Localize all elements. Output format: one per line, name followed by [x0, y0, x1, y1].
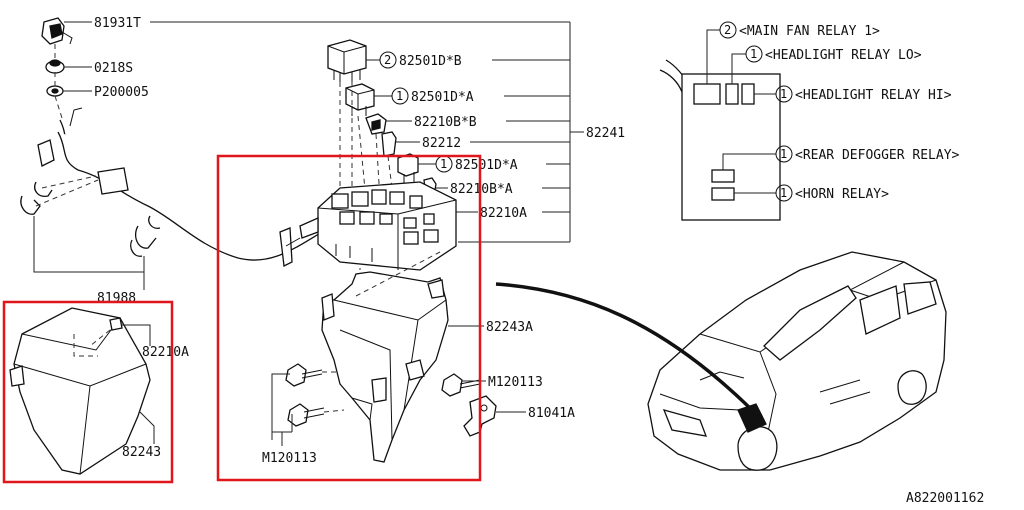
label-82210BB: 82210B*B — [414, 115, 477, 130]
legend-num-horn: 1 — [780, 186, 787, 200]
fuse-icon — [365, 113, 387, 135]
pointer-arrow — [495, 282, 754, 412]
legend-main-fan-relay: <MAIN FAN RELAY 1> — [739, 24, 880, 39]
washer-icon — [46, 85, 92, 97]
nut-icon — [45, 59, 92, 74]
ground-terminal-81931T — [41, 17, 92, 45]
label-82243A: 82243A — [486, 320, 533, 335]
tray-82243A — [321, 271, 449, 463]
legend-num-rear-defogger: 1 — [780, 147, 787, 161]
fuse-icon — [381, 131, 397, 157]
bolt-icon — [287, 403, 325, 427]
label-82212: 82212 — [422, 136, 461, 151]
highlight-box-block — [216, 154, 482, 482]
label-82243: 82243 — [122, 445, 161, 460]
bolt-icon — [441, 373, 481, 397]
label-82241: 82241 — [586, 126, 625, 141]
relay-icon — [345, 83, 375, 116]
label-82501DB: 82501D*B — [399, 54, 462, 69]
legend-num-headlight-hi: 1 — [780, 87, 787, 101]
bolt-icon — [285, 363, 323, 387]
callout-1-82501DA-2: 1 — [440, 157, 447, 171]
legend-horn-relay: <HORN RELAY> — [795, 187, 889, 202]
relay-icon — [397, 153, 419, 184]
label-82210A-top: 82210A — [480, 206, 527, 221]
relay-legend: 2 <MAIN FAN RELAY 1> 1 <HEADLIGHT RELAY … — [659, 21, 960, 221]
fuse-relay-block-82241 — [299, 181, 457, 271]
legend-headlight-relay-hi: <HEADLIGHT RELAY HI> — [795, 88, 952, 103]
label-81041A: 81041A — [528, 406, 575, 421]
legend-num-headlight-lo: 1 — [750, 47, 757, 61]
car-icon — [647, 251, 947, 471]
label-82210BA: 82210B*A — [450, 182, 513, 197]
label-82210A-box: 82210A — [142, 345, 189, 360]
legend-headlight-relay-lo: <HEADLIGHT RELAY LO> — [765, 48, 922, 63]
label-81988: 81988 — [97, 291, 136, 306]
label-0218S: 0218S — [94, 61, 133, 76]
label-81931T: 81931T — [94, 16, 141, 31]
figure-id: A822001162 — [906, 491, 984, 506]
label-82501DA-2: 82501D*A — [455, 158, 518, 173]
legend-rear-defogger-relay: <REAR DEFOGGER RELAY> — [795, 148, 960, 163]
wiring-harness-81988 — [20, 107, 333, 267]
relay-icon — [327, 39, 367, 82]
highlight-box-cover — [2, 300, 174, 484]
callout-2-82501DB: 2 — [384, 53, 391, 67]
label-82501DA-1: 82501D*A — [411, 90, 474, 105]
label-P200005: P200005 — [94, 85, 149, 100]
legend-num-main-fan: 2 — [724, 23, 731, 37]
callout-1-82501DA: 1 — [396, 89, 403, 103]
label-M120113-right: M120113 — [488, 375, 543, 390]
fuse-icon — [109, 317, 123, 331]
label-M120113-bottom: M120113 — [262, 451, 317, 466]
